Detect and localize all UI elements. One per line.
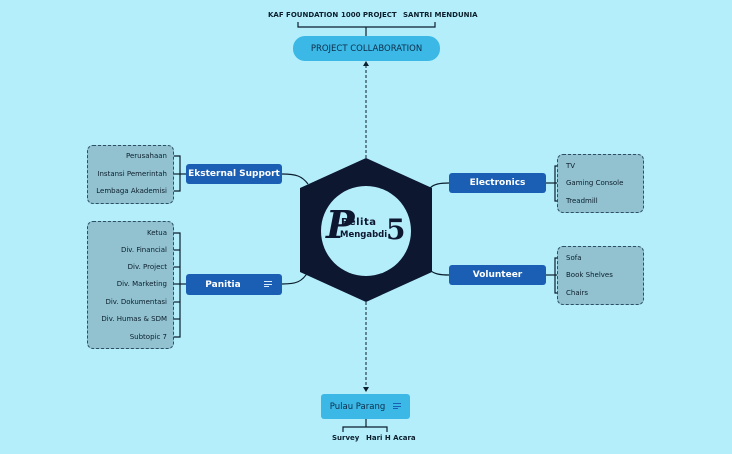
pulau-item-survey[interactable]: Survey xyxy=(332,434,360,442)
panitia-items-group xyxy=(87,221,174,349)
logo-word-mengabdi: Mengabdi xyxy=(340,230,388,240)
eksternal-items-group xyxy=(87,145,174,204)
pulau-parang-label: Pulau Parang xyxy=(329,401,386,412)
volunteer-item-sofa[interactable]: Sofa xyxy=(566,254,582,262)
pulau-item-hari-h[interactable]: Hari H Acara xyxy=(366,434,416,442)
electronics-node[interactable]: Electronics xyxy=(449,173,546,193)
volunteer-item-chairs[interactable]: Chairs xyxy=(566,289,589,297)
project-collaboration-label: PROJECT COLLABORATION xyxy=(310,43,423,54)
notes-icon xyxy=(393,403,401,409)
volunteer-items-group xyxy=(557,246,644,305)
panitia-item-financial[interactable]: Div. Financial xyxy=(120,246,167,254)
volunteer-label: Volunteer xyxy=(472,270,523,280)
eksternal-item-lembaga[interactable]: Lembaga Akademisi xyxy=(96,187,167,195)
electronics-item-treadmill[interactable]: Treadmill xyxy=(566,197,598,205)
eksternal-item-perusahaan[interactable]: Perusahaan xyxy=(126,152,167,160)
panitia-item-subtopic[interactable]: Subtopic 7 xyxy=(129,333,167,341)
panitia-item-project[interactable]: Div. Project xyxy=(127,263,167,271)
panitia-item-marketing[interactable]: Div. Marketing xyxy=(116,280,167,288)
logo-number: 5 xyxy=(386,213,406,246)
logo-letter-p: P xyxy=(326,202,355,247)
electronics-item-tv[interactable]: TV xyxy=(566,162,576,170)
eksternal-item-instansi[interactable]: Instansi Pemerintah xyxy=(97,170,167,178)
eksternal-support-label: Eksternal Support xyxy=(188,169,280,179)
volunteer-node[interactable]: Volunteer xyxy=(449,265,546,285)
panitia-item-humas[interactable]: Div. Humas & SDM xyxy=(101,315,167,323)
project-collaboration-node[interactable]: PROJECT COLLABORATION xyxy=(293,36,440,61)
panitia-item-ketua[interactable]: Ketua xyxy=(146,229,167,237)
panitia-label: Panitia xyxy=(205,279,241,290)
logo: P Pelita Mengabdi 5 xyxy=(326,205,408,257)
logo-circle xyxy=(321,186,411,276)
electronics-item-gaming[interactable]: Gaming Console xyxy=(566,179,624,187)
logo-word-pelita: Pelita xyxy=(341,217,377,228)
collab-item-1000-project[interactable]: 1000 PROJECT xyxy=(341,11,397,19)
collab-item-kaf[interactable]: KAF FOUNDATION xyxy=(268,11,339,19)
panitia-item-dokumentasi[interactable]: Div. Dokumentasi xyxy=(105,298,167,306)
pulau-parang-node[interactable]: Pulau Parang xyxy=(321,394,410,419)
eksternal-support-node[interactable]: Eksternal Support xyxy=(186,164,282,184)
collab-item-santri[interactable]: SANTRI MENDUNIA xyxy=(403,11,478,19)
volunteer-item-bookshelves[interactable]: Book Shelves xyxy=(566,271,613,279)
notes-icon xyxy=(264,281,272,287)
electronics-label: Electronics xyxy=(469,178,526,188)
panitia-node[interactable]: Panitia xyxy=(186,274,282,295)
electronics-items-group xyxy=(557,154,644,213)
